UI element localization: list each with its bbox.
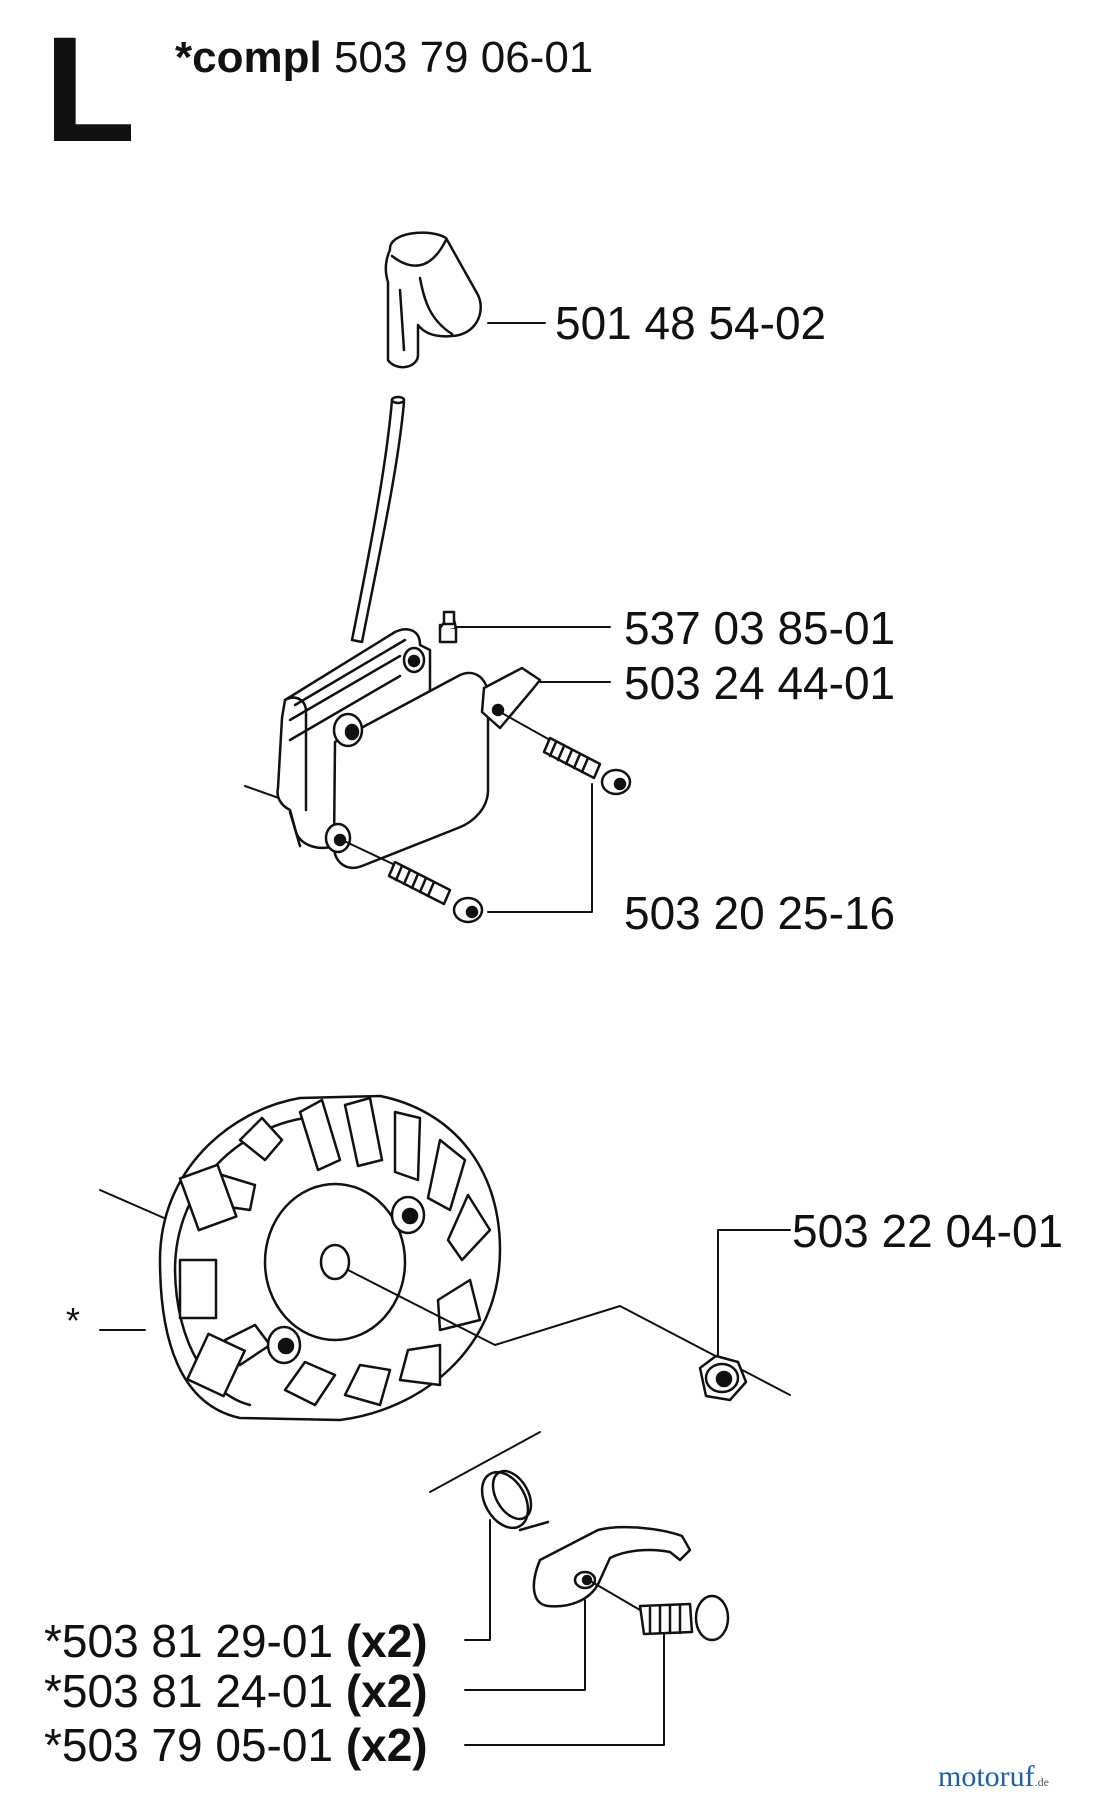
- label-terminal: 537 03 85-01: [624, 602, 896, 654]
- leader-nut: [717, 1229, 791, 1357]
- label-spring: *503 81 29-01 (x2): [44, 1618, 428, 1664]
- assembly-number: *compl 503 79 06-01: [175, 36, 593, 80]
- watermark-tld: .de: [1034, 1775, 1049, 1789]
- terminal-drawing: [438, 610, 458, 630]
- pawl-drawing: [532, 1525, 692, 1608]
- screw-lower-drawing: [341, 839, 484, 924]
- watermark-name: motoruf: [938, 1760, 1035, 1793]
- label-nut: 503 22 04-01: [792, 1205, 1064, 1257]
- leader-pin: [464, 1633, 665, 1746]
- watermark: motoruf.de: [938, 1760, 1049, 1794]
- ignition-module-drawing: [244, 623, 490, 869]
- leader-screws: [487, 783, 593, 913]
- pin-drawing: [591, 1581, 730, 1642]
- assembly-part-number: 503 79 06-01: [333, 33, 594, 82]
- ignition-lead-drawing: [350, 398, 406, 644]
- label-pin-number: *503 79 05-01: [44, 1719, 334, 1771]
- section-letter: L: [44, 5, 136, 173]
- label-pin: *503 79 05-01 (x2): [44, 1722, 428, 1768]
- nut-drawing: [698, 1354, 748, 1402]
- screw-upper-drawing: [499, 711, 632, 796]
- label-ground-plate: 503 24 44-01: [624, 657, 896, 709]
- label-pawl: *503 81 24-01 (x2): [44, 1668, 428, 1714]
- label-spark-plug-cap: 501 48 54-02: [555, 297, 827, 349]
- spark-plug-cap-drawing: [384, 231, 482, 369]
- label-spring-qty: (x2): [345, 1615, 428, 1667]
- label-pin-qty: (x2): [345, 1719, 428, 1771]
- leader-spring: [464, 1519, 491, 1641]
- label-flywheel: *: [66, 1300, 81, 1341]
- flywheel-drawing: [99, 1094, 791, 1422]
- label-spring-number: *503 81 29-01: [44, 1615, 334, 1667]
- assembly-prefix: *compl: [175, 33, 322, 82]
- label-pawl-number: *503 81 24-01: [44, 1665, 334, 1717]
- label-pawl-qty: (x2): [345, 1665, 428, 1717]
- label-screw: 503 20 25-16: [624, 887, 896, 939]
- spring-drawing: [429, 1431, 550, 1532]
- leader-pawl: [464, 1599, 586, 1691]
- ground-plate-drawing: [480, 666, 542, 730]
